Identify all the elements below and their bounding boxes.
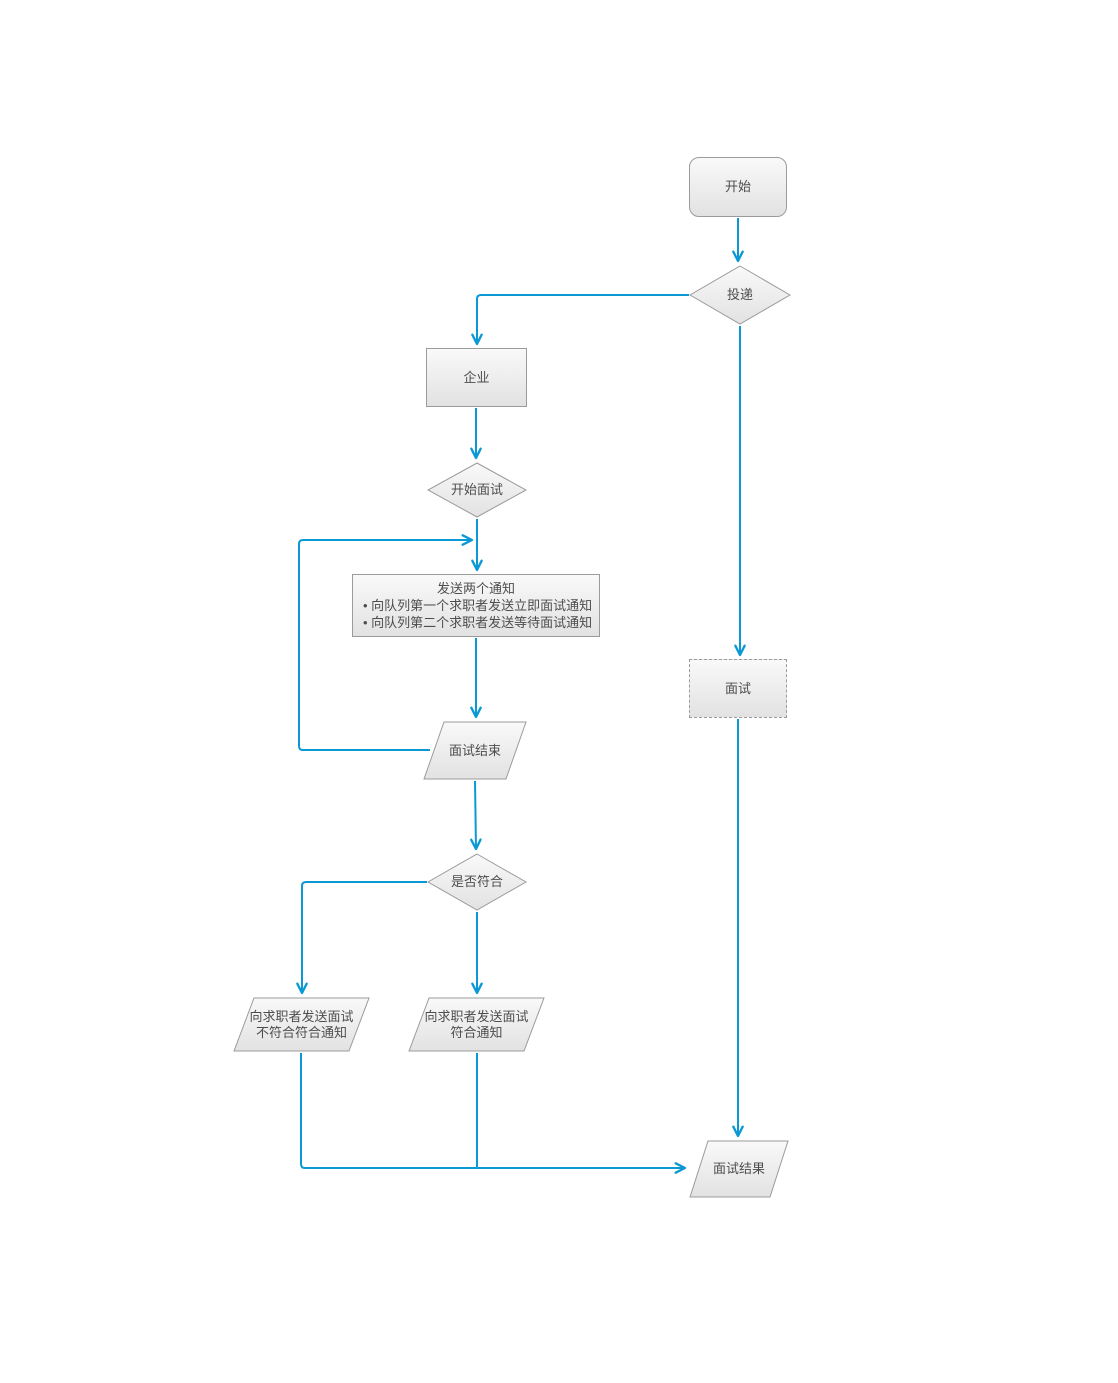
- send-notices-bullet-1: • 向队列第一个求职者发送立即面试通知: [363, 598, 593, 613]
- diamond-shape: [427, 462, 527, 518]
- edge-notices-merge-to-result: [300, 1053, 687, 1174]
- node-notice-match: 向求职者发送面试 符合通知: [408, 997, 545, 1052]
- node-start-interview: 开始面试: [427, 462, 527, 518]
- node-send-notices-title: 发送两个通知: [436, 581, 515, 596]
- node-start: 开始: [689, 157, 787, 217]
- parallelogram-shape: [233, 997, 370, 1052]
- node-interview-label: 面试: [724, 680, 751, 696]
- node-interview-result: 面试结果: [689, 1140, 789, 1198]
- edge-is-match-to-notice-not-match: [296, 881, 427, 995]
- node-deliver-label: 投递: [726, 287, 753, 302]
- parallelogram-shape: [423, 721, 527, 780]
- node-interview-end-label: 面试结束: [448, 742, 501, 758]
- node-notice-not-match-label: 向求职者发送面试 不符合符合通知: [249, 1008, 354, 1040]
- node-interview-result-label: 面试结果: [712, 1161, 765, 1176]
- parallelogram-shape: [408, 997, 545, 1052]
- node-deliver: 投递: [689, 265, 791, 325]
- node-send-notices-bullets: • 向队列第一个求职者发送立即面试通知 • 向队列第二个求职者发送等待面试通知: [353, 597, 599, 631]
- diamond-shape: [689, 265, 791, 325]
- node-notice-match-label: 向求职者发送面试 符合通知: [424, 1008, 529, 1040]
- node-notice-not-match: 向求职者发送面试 不符合符合通知: [233, 997, 370, 1052]
- parallelogram-shape: [689, 1140, 789, 1198]
- node-is-match-label: 是否符合: [450, 874, 503, 889]
- node-interview: 面试: [689, 659, 787, 718]
- node-start-interview-label: 开始面试: [450, 482, 503, 497]
- edge-loop-interview-end-back: [298, 534, 474, 751]
- node-enterprise: 企业: [426, 348, 527, 407]
- send-notices-bullet-2: • 向队列第二个求职者发送等待面试通知: [363, 615, 593, 630]
- node-send-notices: 发送两个通知 • 向队列第一个求职者发送立即面试通知 • 向队列第二个求职者发送…: [352, 574, 600, 637]
- edge-interview-end-to-is-match: [470, 780, 482, 851]
- diamond-shape: [427, 853, 527, 911]
- node-enterprise-label: 企业: [463, 369, 490, 385]
- node-start-label: 开始: [724, 179, 751, 194]
- node-interview-end: 面试结束: [423, 721, 527, 780]
- node-is-match: 是否符合: [427, 853, 527, 911]
- edge-deliver-to-enterprise: [471, 294, 689, 346]
